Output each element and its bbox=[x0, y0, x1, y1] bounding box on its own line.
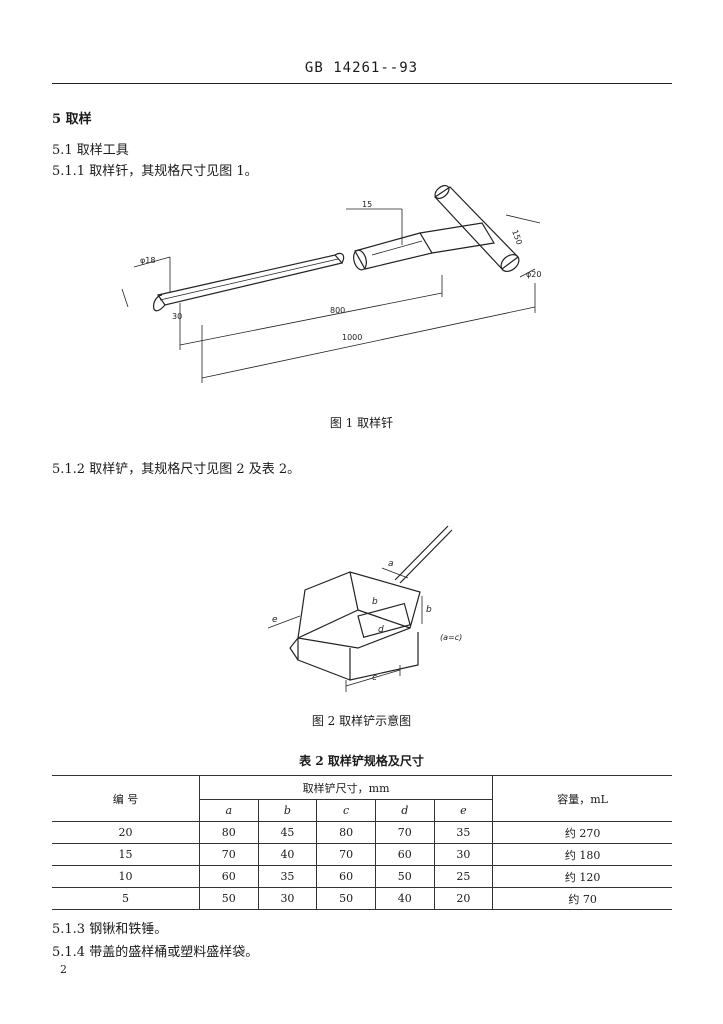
cell-b: 30 bbox=[257, 887, 318, 910]
dim-1000-label: 1000 bbox=[342, 333, 362, 342]
dim-800-label: 800 bbox=[330, 306, 345, 315]
dim-30-label: 30 bbox=[172, 312, 182, 321]
figure-2-sampling-scoop: e c a b d b (a=c) bbox=[267, 525, 462, 692]
cell-d: 70 bbox=[374, 821, 435, 844]
subheader-d: d bbox=[374, 799, 435, 822]
cell-a: 60 bbox=[198, 865, 259, 888]
table-2-caption: 表 2 取样铲规格及尺寸 bbox=[299, 754, 424, 768]
cell-c: 70 bbox=[316, 843, 376, 866]
cell-no: 15 bbox=[52, 843, 200, 866]
cell-b: 45 bbox=[257, 821, 318, 844]
section-5-1-2-text: 5.1.2 取样铲，其规格尺寸见图 2 及表 2。 bbox=[52, 462, 301, 477]
scoop-label-a: a bbox=[388, 559, 394, 569]
cell-c: 50 bbox=[316, 887, 376, 910]
dim-15-label: 15 bbox=[362, 200, 372, 209]
dim-phi20-label: φ20 bbox=[526, 270, 541, 279]
table-row: 10 60 35 60 50 25 约 120 bbox=[52, 865, 672, 888]
cell-capacity: 约 70 bbox=[492, 887, 672, 910]
header-rule bbox=[52, 83, 672, 84]
cell-e: 30 bbox=[433, 843, 494, 866]
cell-no: 20 bbox=[52, 821, 200, 844]
figure-1-caption: 图 1 取样钎 bbox=[329, 416, 394, 430]
cell-d: 40 bbox=[374, 887, 435, 910]
scoop-label-d: d bbox=[378, 625, 384, 635]
table-row: 15 70 40 70 60 30 约 180 bbox=[52, 843, 672, 866]
page-number: 2 bbox=[60, 963, 67, 976]
cell-c: 60 bbox=[316, 865, 376, 888]
cell-b: 35 bbox=[257, 865, 318, 888]
table-2-scoop-specs: 编 号 取样铲尺寸，mm 容量，mL a b c d e 20 80 45 80… bbox=[52, 775, 672, 910]
cell-capacity: 约 180 bbox=[492, 843, 672, 866]
scoop-label-e: e bbox=[272, 615, 278, 625]
cell-a: 80 bbox=[198, 821, 259, 844]
dim-150-label: 150 bbox=[510, 229, 524, 246]
section-5-heading: 5 取样 bbox=[52, 112, 92, 127]
cell-e: 25 bbox=[433, 865, 494, 888]
subheader-e: e bbox=[433, 799, 493, 822]
subheader-b: b bbox=[257, 799, 318, 822]
header-number: 编 号 bbox=[52, 775, 200, 822]
dim-phi18-label: φ18 bbox=[140, 256, 155, 265]
cell-e: 20 bbox=[433, 887, 494, 910]
cell-c: 80 bbox=[316, 821, 376, 844]
scoop-label-b-side: b bbox=[426, 605, 432, 615]
scoop-label-b: b bbox=[372, 597, 378, 607]
header-dims: 取样铲尺寸，mm bbox=[198, 775, 494, 800]
section-5-1-heading: 5.1 取样工具 bbox=[52, 143, 129, 158]
table-row: 20 80 45 80 70 35 约 270 bbox=[52, 821, 672, 844]
figure-2-caption: 图 2 取样铲示意图 bbox=[311, 714, 412, 728]
cell-no: 5 bbox=[52, 887, 200, 910]
section-5-1-4-text: 5.1.4 带盖的盛样桶或塑料盛样袋。 bbox=[52, 945, 259, 960]
figure-1-sampling-probe: 15 φ18 30 800 1000 φ20 150 bbox=[121, 185, 541, 383]
scoop-note: (a=c) bbox=[440, 633, 462, 642]
cell-a: 50 bbox=[198, 887, 259, 910]
cell-e: 35 bbox=[433, 821, 494, 844]
cell-b: 40 bbox=[257, 843, 318, 866]
table-row: 5 50 30 50 40 20 约 70 bbox=[52, 887, 672, 910]
subheader-c: c bbox=[316, 799, 376, 822]
standard-code-header: GB 14261--93 bbox=[304, 60, 419, 76]
cell-d: 50 bbox=[374, 865, 435, 888]
cell-capacity: 约 270 bbox=[492, 821, 672, 844]
header-capacity: 容量，mL bbox=[492, 775, 672, 822]
subheader-a: a bbox=[199, 799, 259, 822]
section-5-1-1-text: 5.1.1 取样钎，其规格尺寸见图 1。 bbox=[52, 164, 258, 179]
section-5-1-3-text: 5.1.3 钢锹和铁锤。 bbox=[52, 922, 168, 937]
cell-no: 10 bbox=[52, 865, 200, 888]
cell-d: 60 bbox=[374, 843, 435, 866]
cell-a: 70 bbox=[198, 843, 259, 866]
cell-capacity: 约 120 bbox=[492, 865, 672, 888]
scoop-label-c: c bbox=[372, 673, 377, 683]
